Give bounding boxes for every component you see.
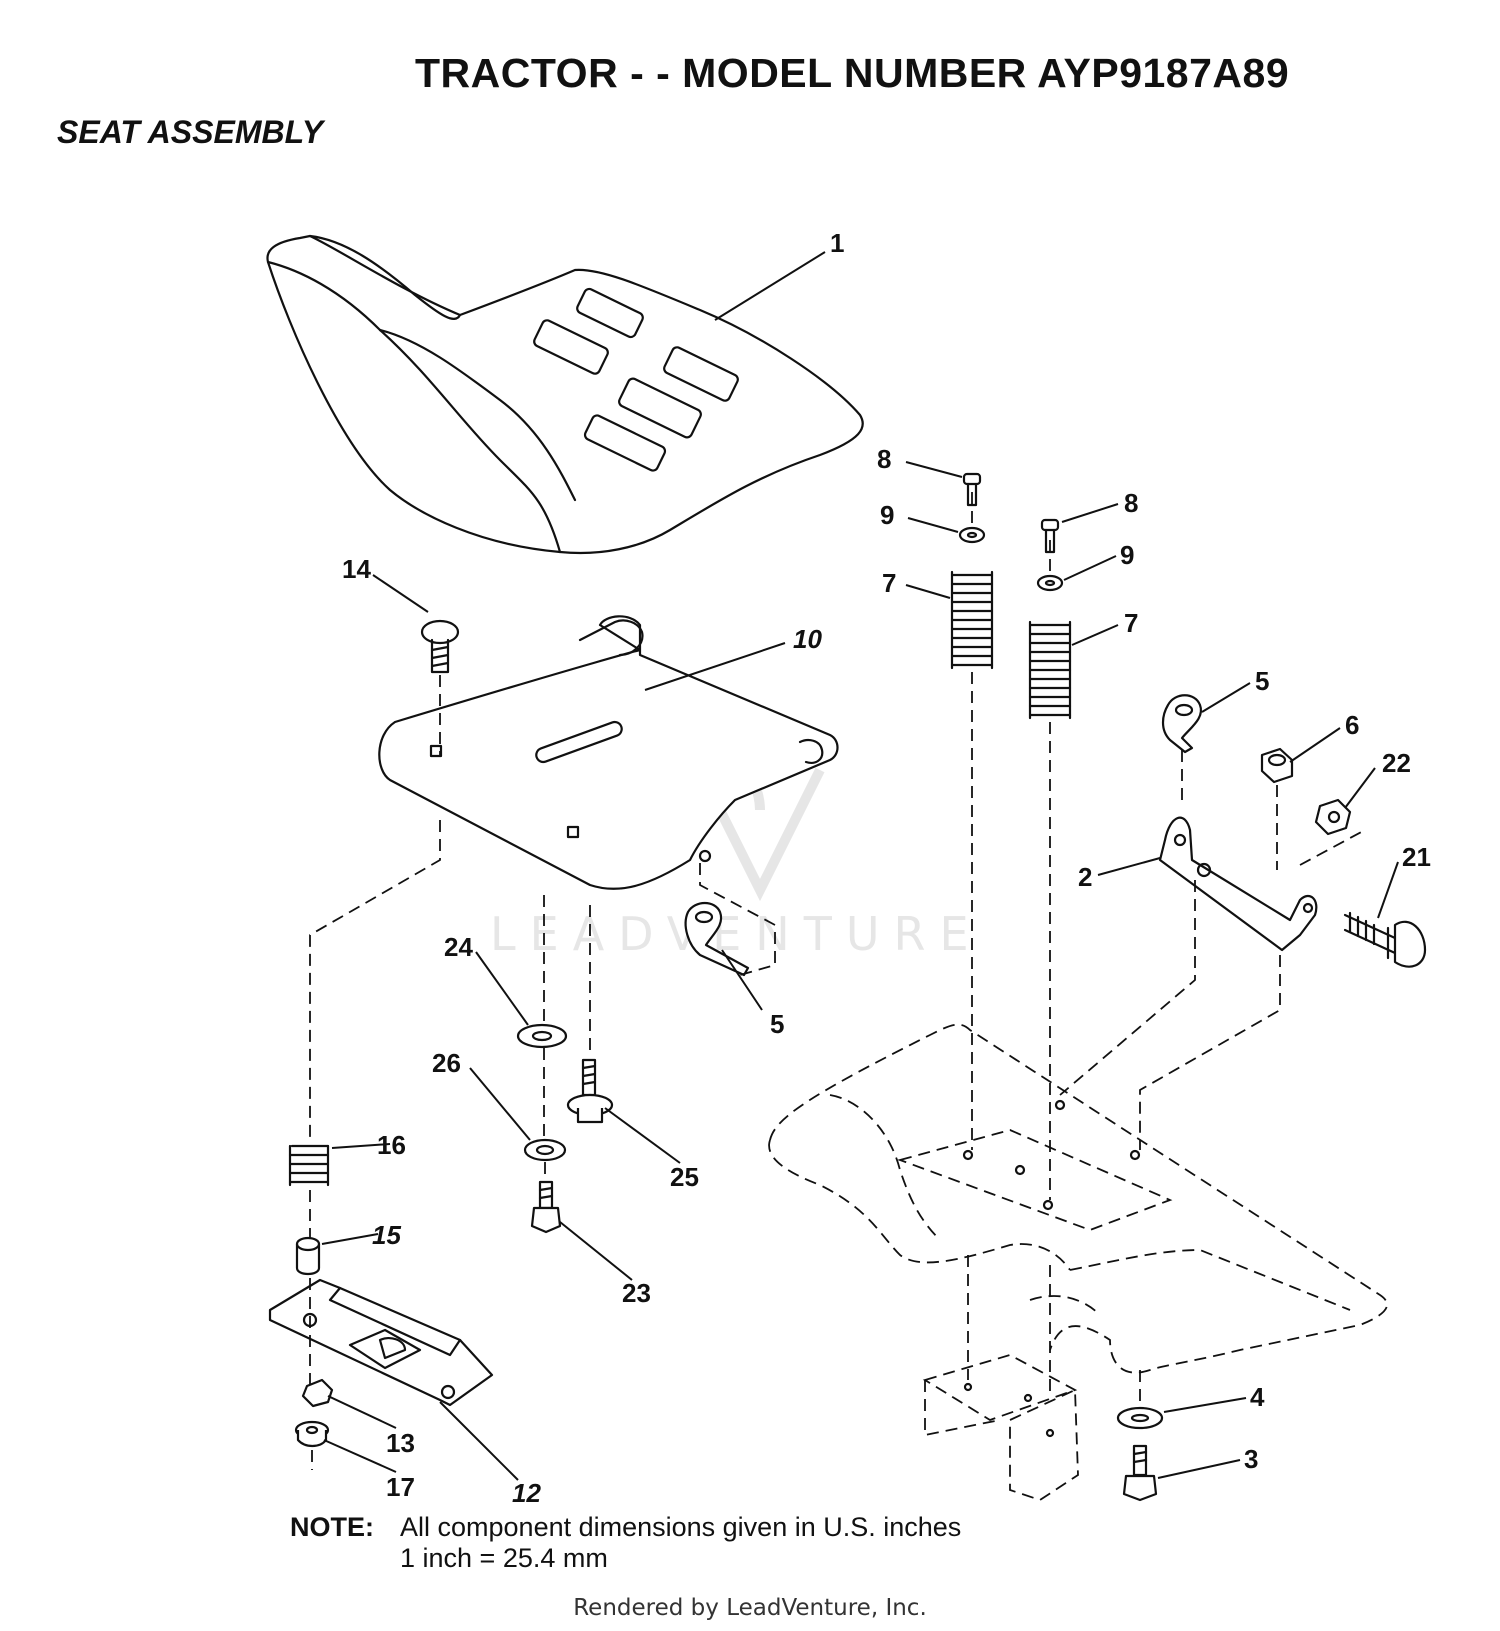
callout-10: 10 [793,624,822,654]
dimension-note: NOTE: All component dimensions given in U… [290,1512,961,1574]
callout-3: 3 [1244,1444,1258,1474]
callout-2: 2 [1078,862,1092,892]
part-hex-bolt-3[interactable] [1122,1444,1158,1502]
callout-24: 24 [444,932,473,962]
callout-17: 17 [386,1472,415,1502]
part-nut-13[interactable] [301,1378,334,1408]
part-seat-clip-upper[interactable] [1161,694,1203,754]
assembly-lines [309,492,1366,1470]
callout-12: 12 [512,1478,541,1508]
part-washer-left[interactable] [958,526,986,544]
callout-1: 1 [830,228,844,258]
callout-labels: 1 10 14 8 9 7 8 9 7 5 6 22 21 2 24 5 26 … [342,228,1431,1508]
part-hex-nut[interactable] [1314,798,1352,836]
part-seat-pan[interactable] [378,615,839,890]
callout-8-left: 8 [877,444,891,474]
part-seat-bracket[interactable] [1158,816,1318,952]
part-compression-spring[interactable] [288,1144,330,1187]
callout-4: 4 [1250,1382,1265,1412]
part-spacer[interactable] [295,1236,321,1276]
part-seat-plate[interactable] [268,1278,494,1407]
part-shoulder-bolt[interactable] [1343,911,1427,968]
callout-9-right: 9 [1120,540,1134,570]
callout-21: 21 [1402,842,1431,872]
callout-6: 6 [1345,710,1359,740]
page-title: TRACTOR - - MODEL NUMBER AYP9187A89 [415,50,1290,96]
part-spring-right[interactable] [1028,620,1072,720]
note-line-1: All component dimensions given in U.S. i… [400,1512,962,1542]
callout-5-lower: 5 [770,1009,784,1039]
callout-22: 22 [1382,748,1411,778]
tractor-frame-reference [768,1023,1388,1501]
part-flange-bolt[interactable] [566,1058,614,1124]
note-line-2: 1 inch = 25.4 mm [400,1543,608,1573]
callout-25: 25 [670,1162,699,1192]
callout-15: 15 [372,1220,401,1250]
note-label: NOTE: [290,1512,374,1542]
callout-26: 26 [432,1048,461,1078]
part-flat-washer-26[interactable] [523,1138,567,1162]
callout-7-right: 7 [1124,608,1138,638]
part-hex-bolt-23[interactable] [530,1180,562,1234]
part-spring-left[interactable] [950,570,994,670]
callout-5-upper: 5 [1255,666,1269,696]
callout-13: 13 [386,1428,415,1458]
part-seat[interactable] [266,234,864,555]
part-washer-right[interactable] [1036,574,1064,592]
callout-16: 16 [377,1130,406,1160]
part-nut-17[interactable] [294,1420,330,1448]
callout-7-left: 7 [882,568,896,598]
section-title: SEAT ASSEMBLY [57,114,324,150]
watermark-text: LEADVENTURE [490,907,983,961]
callout-8-right: 8 [1124,488,1138,518]
part-flat-washer-4[interactable] [1116,1406,1164,1430]
part-carriage-bolt[interactable] [420,619,460,674]
footer-credit: Rendered by LeadVenture, Inc. [573,1595,927,1621]
part-lock-nut[interactable] [1260,747,1294,784]
callout-23: 23 [622,1278,651,1308]
callout-leaders [321,251,1399,1481]
callout-9-left: 9 [880,500,894,530]
callout-14: 14 [342,554,371,584]
part-flat-washer-24[interactable] [516,1023,568,1049]
part-clevis-pin-left[interactable] [962,472,982,507]
part-seat-clip-lower[interactable] [684,901,750,977]
